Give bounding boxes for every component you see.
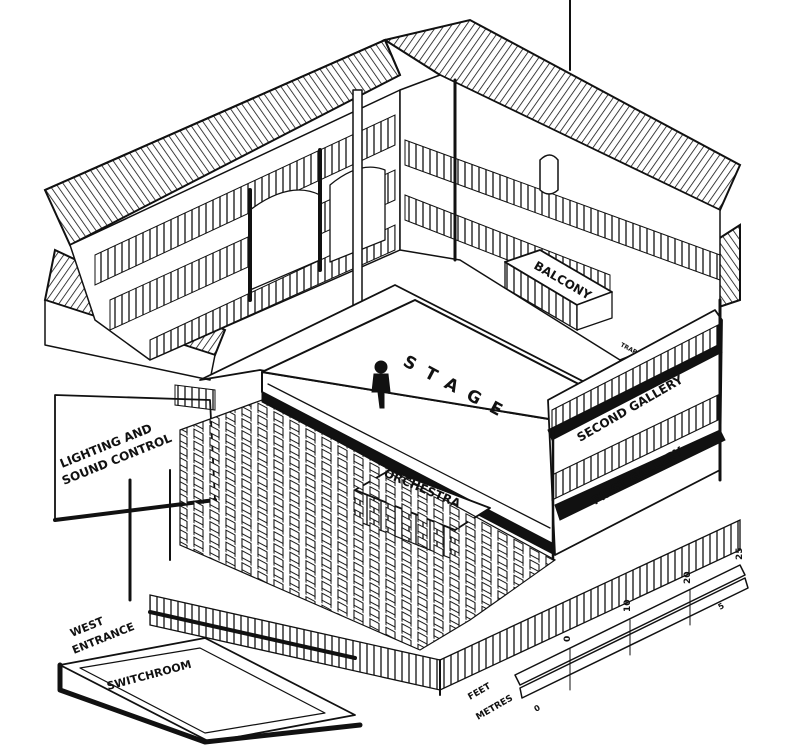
stage-platform: [199, 284, 601, 556]
scale-bar: [514, 564, 749, 699]
scale-metres-tick-5: 5: [717, 601, 727, 612]
scale-feet-tick-0: 0: [563, 636, 573, 642]
balcony: [504, 249, 613, 332]
back-galleries-left: [69, 89, 401, 361]
scale-metres-tick-0: 0: [533, 703, 543, 714]
scale-feet-tick-25: 25: [735, 547, 745, 560]
seating-area: [179, 399, 557, 651]
scale-feet-label: FEET: [467, 681, 494, 702]
scale-metres-label: METRES: [475, 694, 515, 723]
roof-right: [382, 18, 742, 212]
actor-figure: [371, 360, 391, 409]
east-galleries: [547, 298, 726, 562]
scale-feet-tick-10: 10: [623, 599, 633, 612]
switchroom-plan: [57, 610, 363, 745]
scale-feet-tick-20: 20: [683, 571, 693, 584]
